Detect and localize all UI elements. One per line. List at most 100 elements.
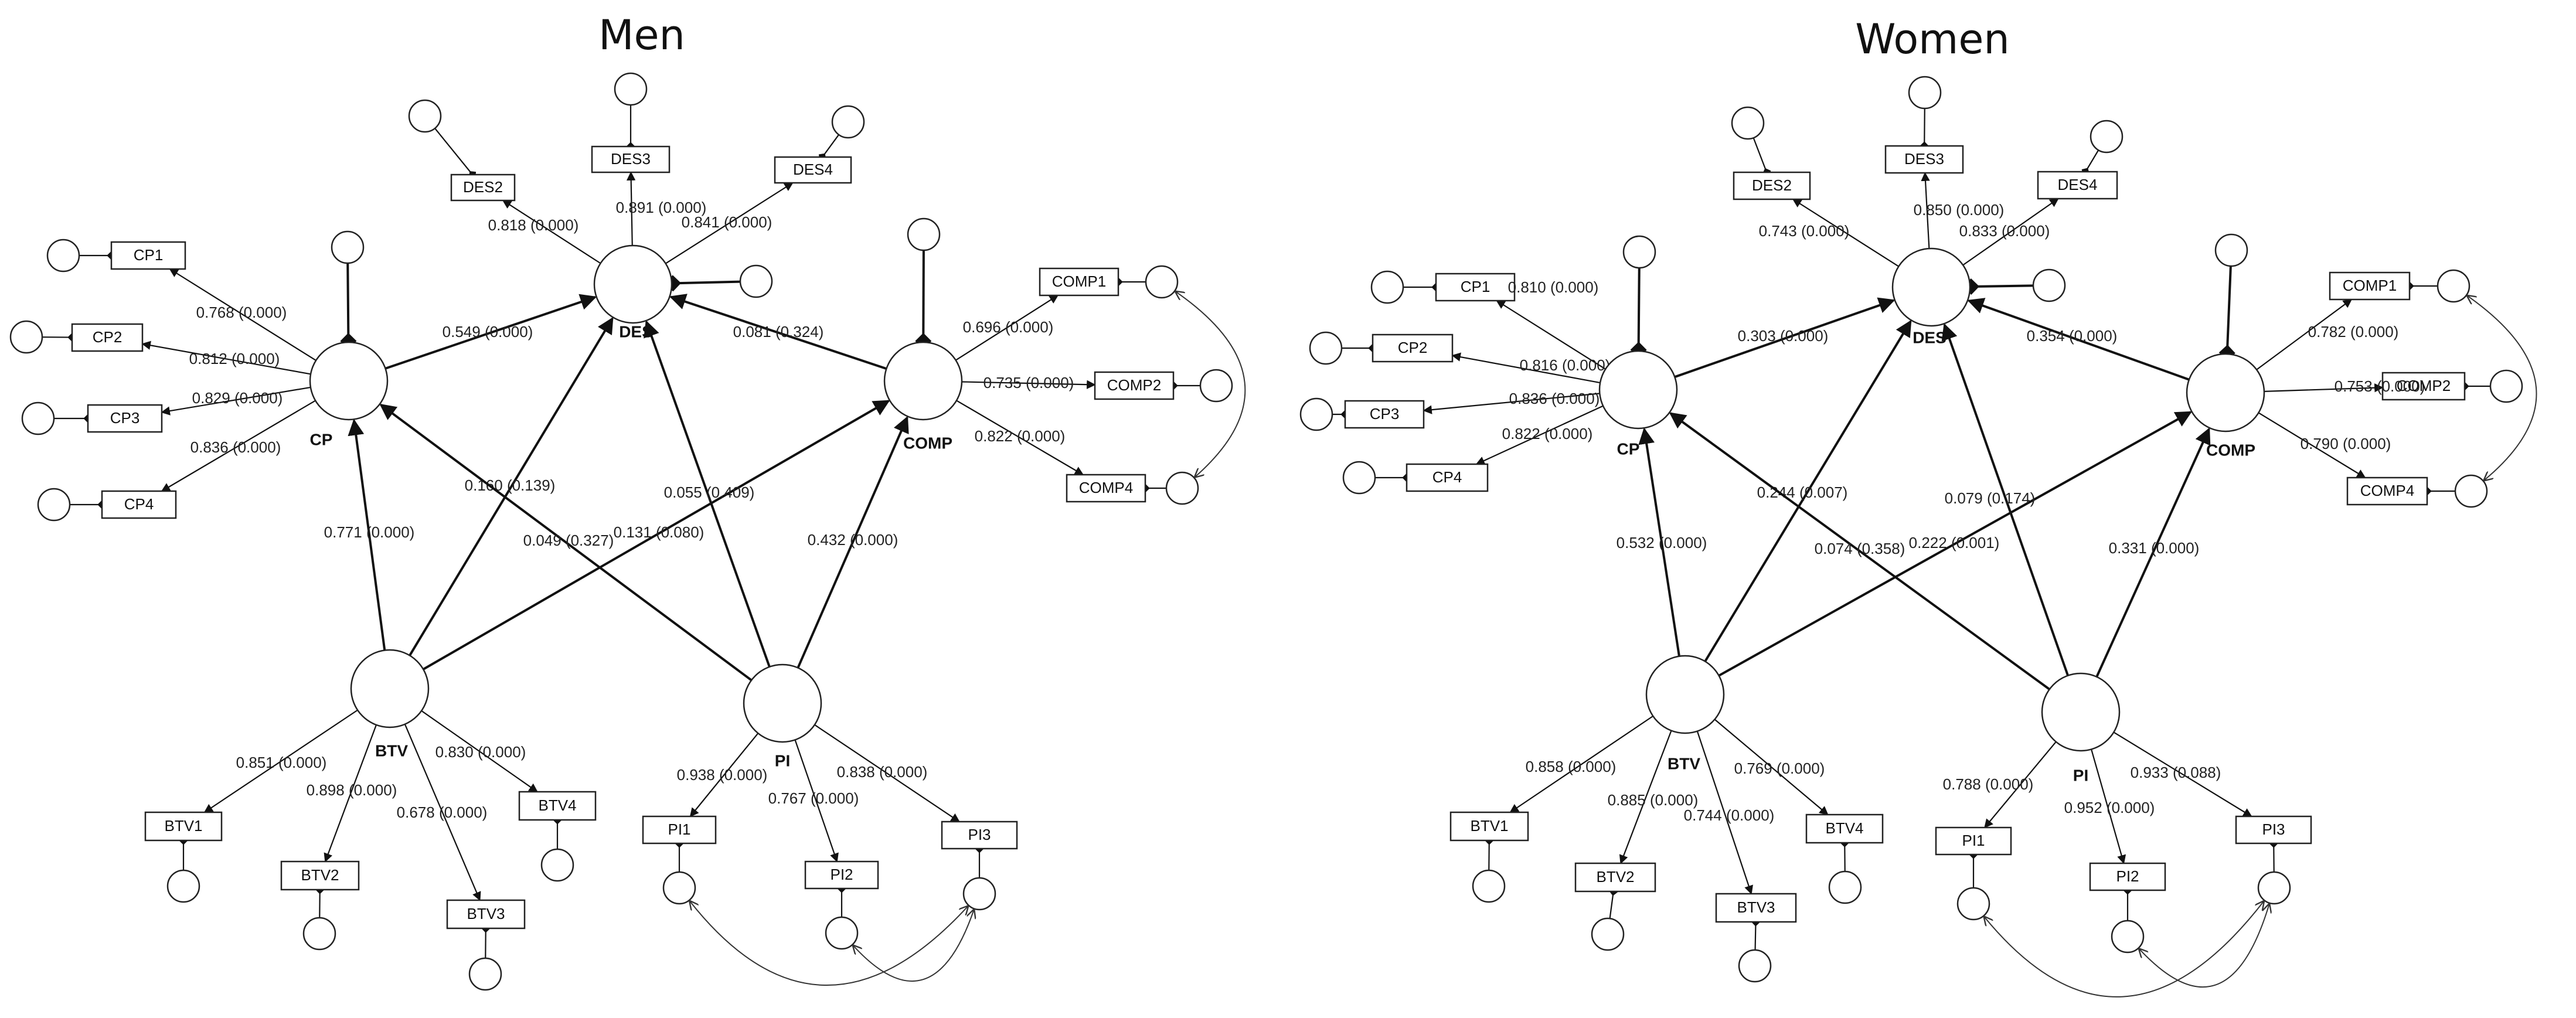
loading-value-des4: 0.833 (0.000)	[1959, 222, 2050, 240]
loading-value-cp3: 0.829 (0.000)	[192, 389, 283, 407]
loading-arrow-des4	[665, 182, 794, 264]
loading-value-comp2: 0.735 (0.000)	[984, 374, 1074, 391]
indicator-label-des2: DES2	[1752, 176, 1792, 194]
construct-error-link	[915, 250, 932, 350]
loading-arrow-des3	[1921, 172, 1930, 249]
construct-error-link	[664, 275, 741, 292]
loading-value-pi2: 0.767 (0.000)	[768, 789, 859, 807]
error-term-des2	[1731, 106, 1765, 140]
loading-arrow-des4	[1962, 198, 2059, 266]
indicator-box-des2	[450, 173, 516, 202]
indicator-box-pi2	[2089, 862, 2166, 891]
construct-label-pi: PI	[775, 751, 790, 770]
path-coefficient-pi-to-cp: 0.074 (0.358)	[1815, 540, 1905, 557]
indicator-box-des2	[1733, 171, 1811, 200]
error-term-cp2	[1309, 331, 1343, 365]
error-term-btv4	[540, 848, 574, 882]
construct-label-pi: PI	[2073, 766, 2088, 784]
indicator-box-des4	[2037, 171, 2118, 200]
error-covariance-arc	[2139, 904, 2269, 988]
construct-pi	[743, 663, 822, 743]
loading-value-des3: 0.850 (0.000)	[1914, 201, 2005, 219]
indicator-box-cp2	[71, 323, 144, 352]
indicator-box-btv2	[1574, 862, 1656, 893]
construct-label-cp: CP	[1617, 440, 1640, 458]
error-term-des	[739, 264, 773, 298]
panel-title: Men	[598, 11, 685, 59]
loading-value-btv1: 0.851 (0.000)	[236, 754, 327, 771]
path-coefficient-cp-to-des: 0.303 (0.000)	[1738, 327, 1829, 345]
indicator-box-cp3	[1344, 400, 1425, 429]
loading-value-pi3: 0.933 (0.088)	[2131, 764, 2221, 781]
error-term-des3	[1908, 76, 1942, 110]
error-covariance-arc	[853, 910, 974, 982]
indicator-label-cp1: CP1	[134, 246, 164, 264]
loading-value-cp2: 0.816 (0.000)	[1520, 356, 1611, 374]
loading-arrow-cp4	[161, 400, 316, 492]
error-term-cp4	[37, 488, 71, 522]
indicator-label-cp3: CP3	[1370, 405, 1400, 423]
loading-value-cp2: 0.812 (0.000)	[189, 350, 280, 367]
path-arrow-cp-to-des	[384, 294, 597, 370]
indicator-box-btv3	[1715, 893, 1797, 923]
error-term-cp3	[1299, 397, 1333, 431]
indicator-label-btv2: BTV2	[301, 866, 339, 884]
loading-arrow-cp1	[1496, 300, 1606, 370]
construct-cp	[309, 341, 389, 421]
indicator-box-pi2	[804, 860, 879, 890]
loading-arrow-btv4	[1714, 719, 1829, 815]
path-arrow-pi-to-des	[1941, 323, 2069, 676]
loading-value-btv3: 0.678 (0.000)	[397, 803, 488, 821]
loading-arrow-btv1	[203, 709, 358, 813]
loading-arrow-pi3	[814, 724, 960, 822]
loading-arrow-pi1	[689, 733, 759, 818]
path-coefficient-btv-to-cp: 0.771 (0.000)	[324, 523, 415, 541]
indicator-error-link	[481, 924, 491, 959]
indicator-label-des3: DES3	[611, 150, 651, 168]
path-arrow-btv-to-cp	[348, 418, 386, 651]
error-term-comp1	[1145, 265, 1179, 299]
indicator-label-pi1: PI1	[668, 820, 690, 838]
path-arrow-btv-to-cp	[1638, 427, 1680, 657]
error-term-pi3	[2257, 871, 2291, 905]
error-covariance-arc	[2468, 296, 2537, 481]
indicator-label-comp4: COMP4	[2360, 482, 2414, 499]
construct-label-comp: COMP	[903, 434, 952, 452]
loading-arrow-cp2	[1451, 352, 1601, 384]
indicator-box-btv2	[280, 860, 360, 891]
loading-arrow-btv2	[324, 724, 377, 863]
path-coefficient-pi-to-comp: 0.331 (0.000)	[2109, 539, 2200, 557]
indicator-box-cp4	[1406, 463, 1489, 492]
indicator-label-btv2: BTV2	[1596, 868, 1634, 886]
error-term-btv2	[302, 917, 336, 951]
error-term-cp4	[1342, 461, 1376, 495]
indicator-label-pi2: PI2	[830, 866, 853, 883]
loading-value-comp4: 0.790 (0.000)	[2301, 435, 2391, 452]
loading-value-pi1: 0.788 (0.000)	[1943, 775, 2034, 793]
error-term-btv1	[166, 869, 200, 903]
indicator-box-pi1	[642, 815, 717, 845]
error-term-comp4	[2454, 474, 2488, 508]
error-term-des2	[408, 99, 442, 133]
indicator-box-pi3	[941, 820, 1018, 850]
loading-value-des3: 0.891 (0.000)	[616, 199, 707, 216]
path-coefficient-comp-to-des: 0.354 (0.000)	[2027, 327, 2118, 345]
loading-arrow-comp2	[2264, 383, 2384, 393]
indicator-error-link	[1920, 108, 1929, 151]
error-covariance-arc	[1176, 292, 1246, 477]
error-term-btv1	[1472, 869, 1506, 903]
loading-arrow-cp2	[141, 341, 311, 375]
error-term-pi1	[662, 871, 696, 905]
indicator-box-des3	[1884, 145, 1964, 174]
loading-value-btv2: 0.898 (0.000)	[307, 781, 397, 799]
path-coefficient-btv-to-comp: 0.131 (0.080)	[614, 523, 705, 541]
indicator-label-pi2: PI2	[2116, 867, 2139, 885]
indicator-label-btv1: BTV1	[164, 817, 202, 835]
path-coefficient-pi-to-comp: 0.432 (0.000)	[808, 531, 899, 549]
indicator-box-btv4	[518, 791, 597, 821]
loading-value-btv4: 0.769 (0.000)	[1734, 760, 1825, 777]
loading-value-cp4: 0.822 (0.000)	[1502, 425, 1593, 442]
loading-arrow-btv3	[1696, 731, 1753, 895]
indicator-label-btv3: BTV3	[1737, 898, 1775, 916]
indicator-label-btv1: BTV1	[1470, 817, 1508, 835]
